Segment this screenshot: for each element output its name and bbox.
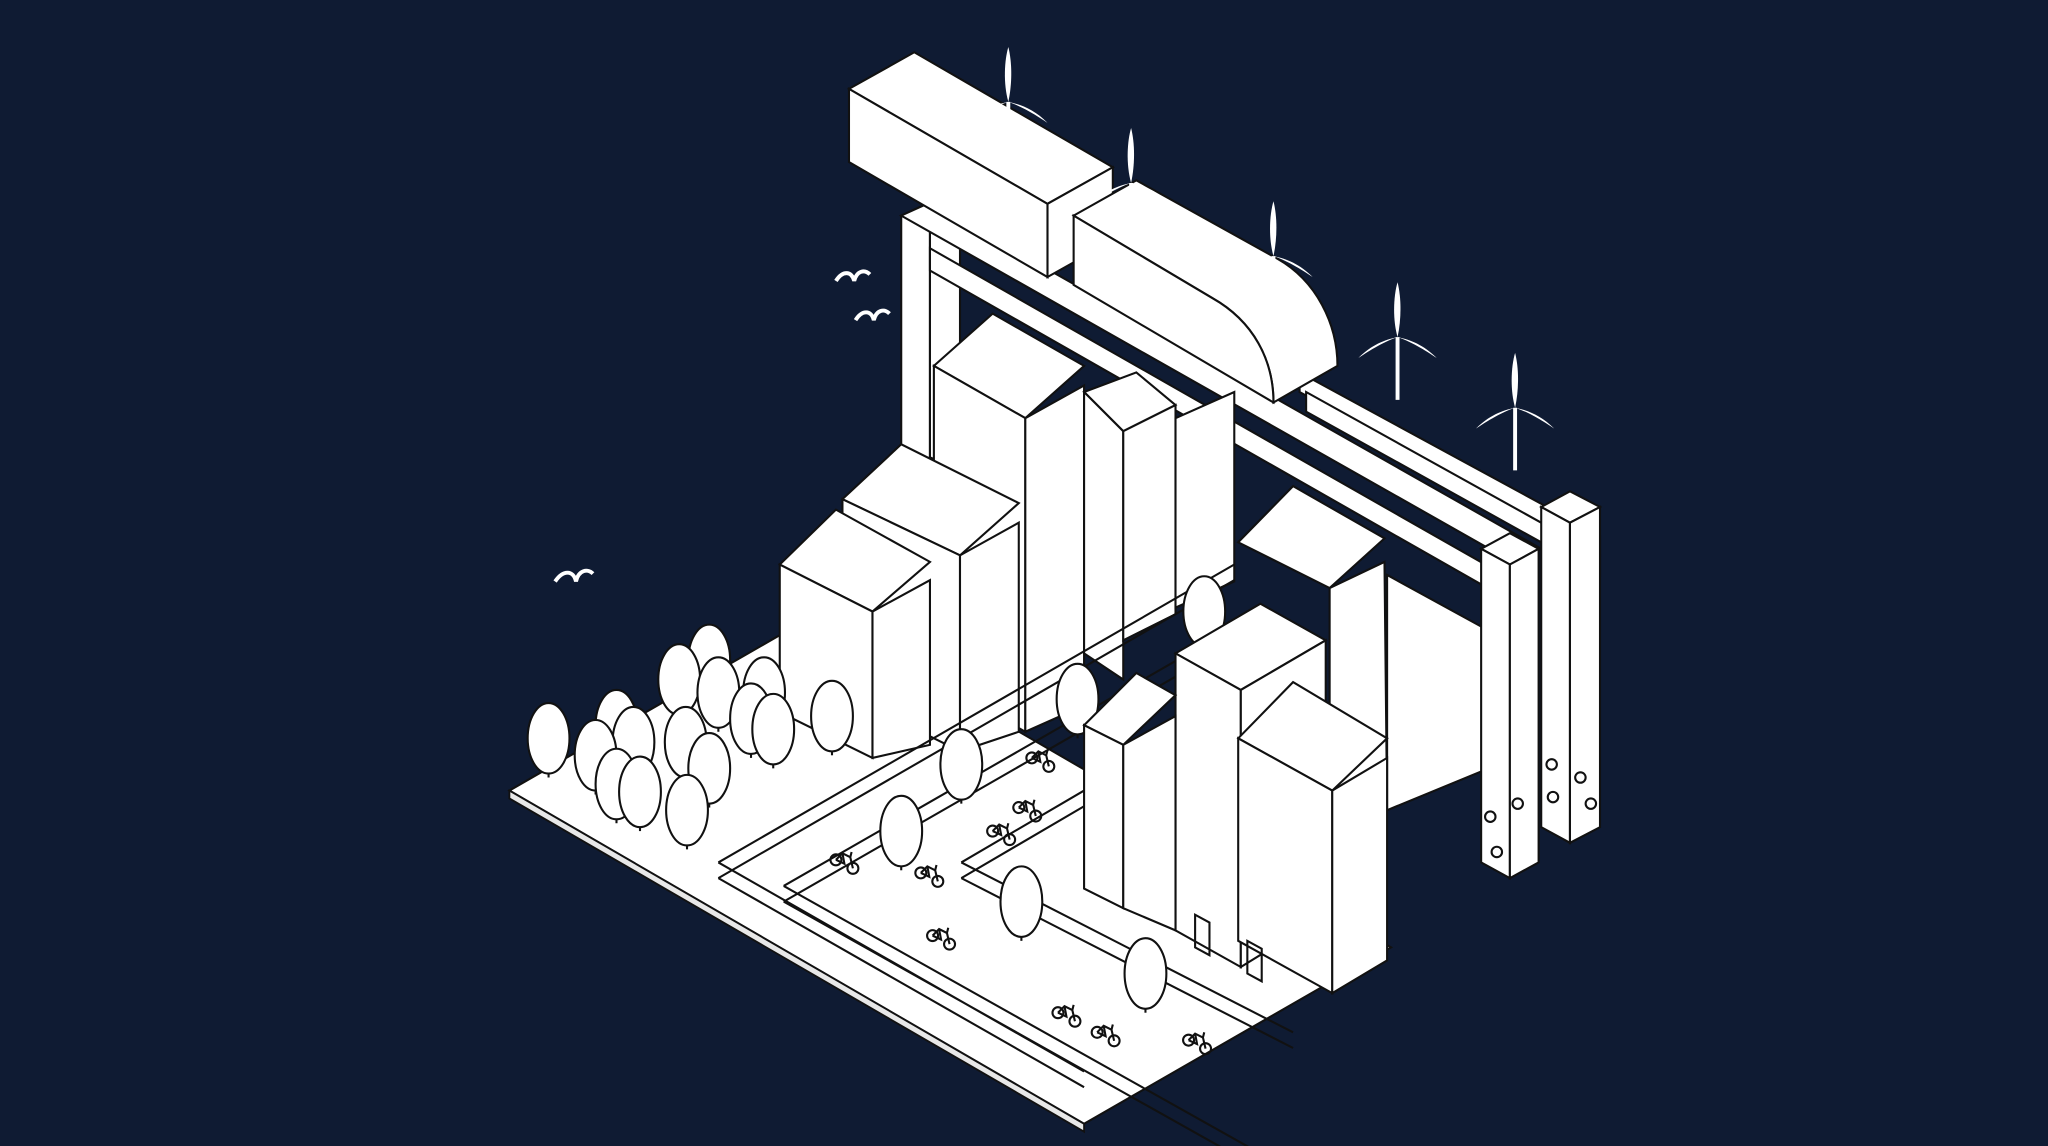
right-front-buildings: [1082, 602, 1389, 995]
fences: [717, 563, 1294, 1146]
bird-icon: [553, 568, 595, 583]
wind-turbine-icon: [1473, 350, 1557, 473]
front-pillars: [1478, 490, 1603, 880]
pipe-bend: [1071, 179, 1339, 405]
bird-icon: [853, 308, 891, 322]
birds: [553, 269, 891, 583]
flower-icon: [1484, 758, 1598, 859]
left-buildings: [777, 443, 1021, 760]
bird-icon: [834, 269, 872, 283]
elevated-pipe-structure: [846, 51, 1602, 606]
wind-turbine-icon: [1356, 280, 1439, 402]
